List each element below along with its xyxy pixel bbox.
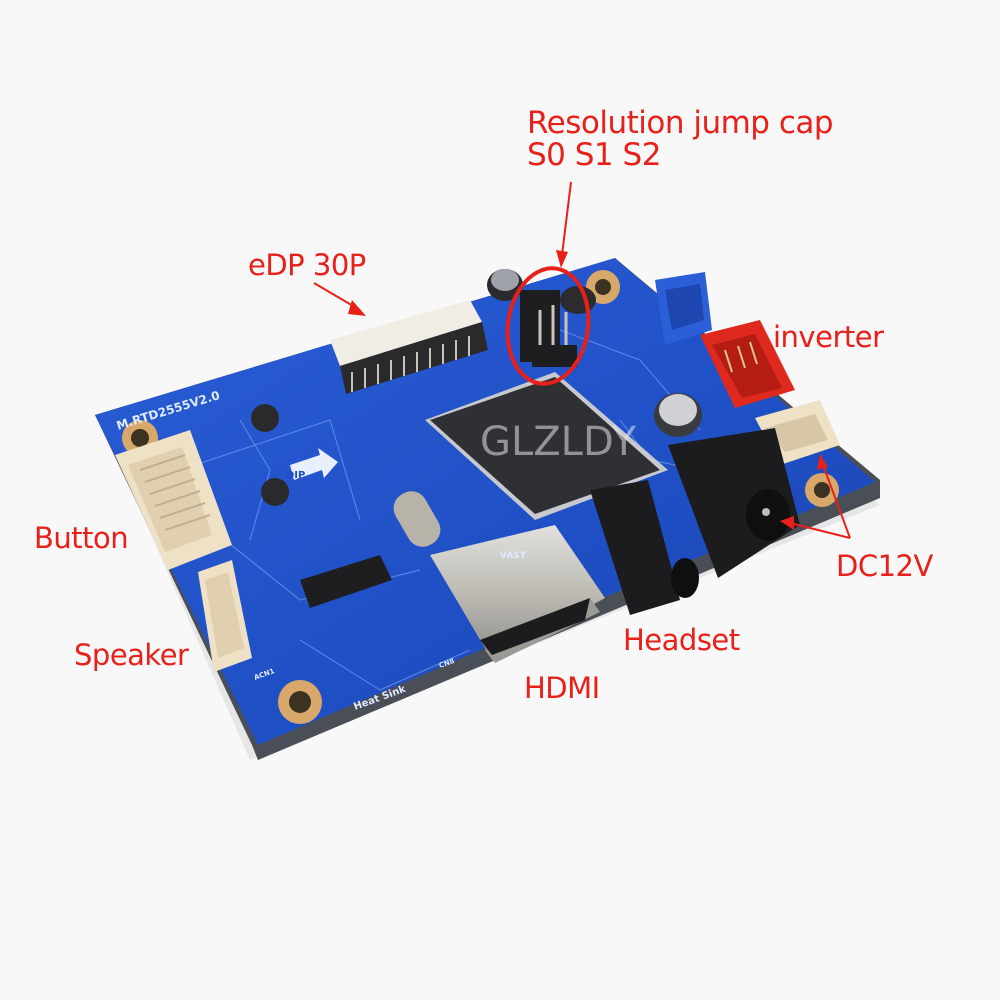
dip-label: DIP — [286, 470, 305, 481]
electrolytic-capacitor — [487, 269, 523, 301]
dc12v-label: DC12V — [836, 549, 933, 583]
inductor — [560, 286, 596, 314]
pcb-board — [95, 258, 875, 745]
watermark: GLZLDY — [480, 419, 637, 465]
headset-label: Headset — [623, 623, 740, 657]
scaler-chip — [425, 372, 668, 520]
arrow-resolution — [561, 181, 572, 256]
inductor-l3 — [251, 404, 279, 432]
mounting-hole-right — [805, 473, 839, 507]
edp-30p-label: eDP 30P — [248, 248, 366, 282]
button-label: Button — [34, 521, 129, 555]
hdmi-port: VAST — [430, 525, 605, 663]
resolution-jumper-header — [520, 290, 577, 367]
button-connector — [115, 430, 232, 570]
hdmi-mark: VAST — [500, 551, 527, 561]
annotation-arrows — [313, 181, 851, 539]
arrow-dc12v-2 — [789, 522, 851, 539]
hdmi-label: HDMI — [524, 671, 600, 705]
arrow-dc12v-1 — [822, 464, 851, 539]
speaker-connector — [198, 560, 252, 672]
amplifier-ic — [300, 555, 392, 608]
dc-power-jack — [668, 428, 800, 578]
headset-jack — [590, 480, 699, 615]
jumper-highlight-circle — [505, 266, 591, 386]
edp-30p-connector — [330, 300, 488, 394]
inverter-label: inverter — [773, 320, 884, 354]
inductor-l2 — [261, 478, 289, 506]
speaker-label: Speaker — [74, 638, 189, 672]
blue-connector — [655, 272, 712, 345]
crystal-oscillator — [393, 491, 441, 547]
large-capacitor — [654, 393, 702, 437]
resolution-jump-cap-label: Resolution jump cap — [527, 105, 834, 141]
mounting-hole-bottom — [278, 680, 322, 724]
resolution-jump-cap-pins-label: S0 S1 S2 — [527, 137, 661, 173]
inverter-connector — [700, 320, 795, 408]
dip-arrow: DIP — [286, 448, 338, 481]
